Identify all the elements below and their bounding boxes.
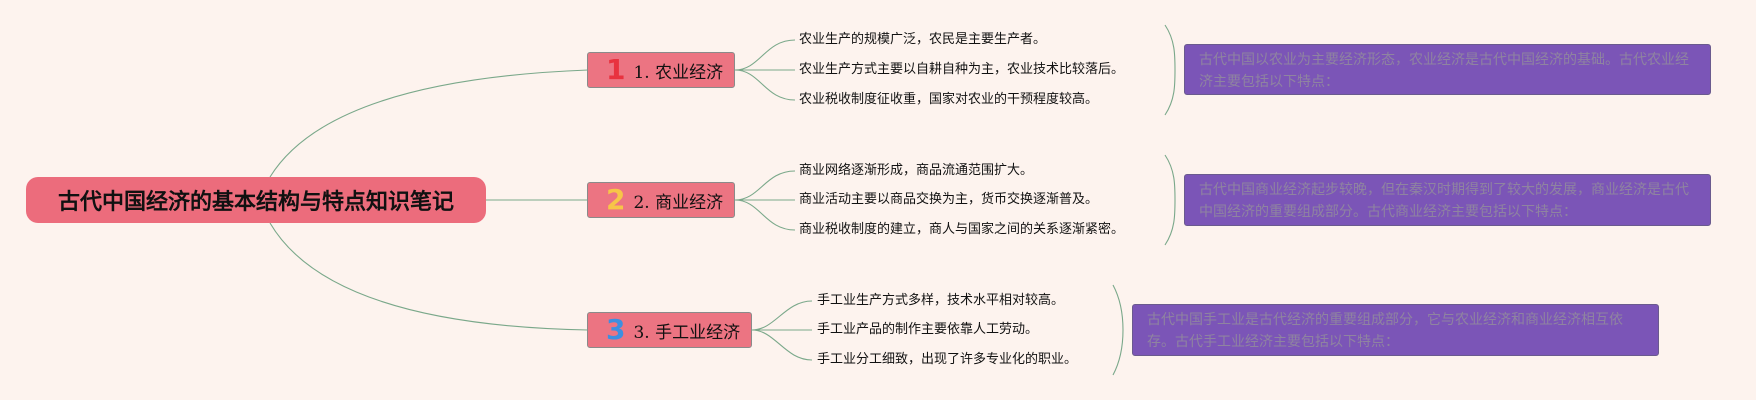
- branch3-leaf-connector: [751, 329, 813, 361]
- summary-text: 古代中国以农业为主要经济形态，农业经济是古代中国经济的基础。古代农业经济主要包括…: [1199, 52, 1689, 90]
- root-branch1-connector: [269, 69, 589, 178]
- summary-commerce: 古代中国商业经济起步较晚，但在秦汉时期得到了较大的发展，商业经济是古代中国经济的…: [1184, 174, 1711, 226]
- branch1-summary-brace: [1164, 24, 1176, 116]
- leaf-item: 农业生产方式主要以自耕自种为主，农业技术比较落后。: [799, 62, 1125, 77]
- summary-handicraft: 古代中国手工业是古代经济的重要组成部分，它与农业经济和商业经济相互依存。古代手工…: [1132, 304, 1659, 356]
- summary-text: 古代中国商业经济起步较晚，但在秦汉时期得到了较大的发展，商业经济是古代中国经济的…: [1199, 182, 1689, 220]
- branch3-leaf-connector: [751, 300, 813, 331]
- leaf-item: 手工业分工细致，出现了许多专业化的职业。: [817, 352, 1078, 367]
- number-1-icon: 1: [606, 53, 626, 86]
- branch-handicraft[interactable]: 3 3. 手工业经济: [587, 312, 752, 348]
- root-title: 古代中国经济的基本结构与特点知识笔记: [57, 190, 454, 215]
- branch1-leaf-connector: [734, 39, 796, 71]
- branch-agriculture[interactable]: 1 1. 农业经济: [587, 52, 735, 88]
- branch2-leaf-connector: [734, 199, 796, 231]
- leaf-item: 手工业产品的制作主要依靠人工劳动。: [817, 322, 1039, 337]
- number-3-icon: 3: [606, 313, 626, 346]
- branch-label: 2. 商业经济: [633, 192, 724, 213]
- leaf-item: 商业网络逐渐形成，商品流通范围扩大。: [799, 163, 1034, 178]
- leaf-item: 商业活动主要以商品交换为主，货币交换逐渐普及。: [799, 192, 1099, 207]
- summary-text: 古代中国手工业是古代经济的重要组成部分，它与农业经济和商业经济相互依存。古代手工…: [1147, 312, 1623, 350]
- number-2-icon: 2: [606, 183, 626, 216]
- branch-commerce[interactable]: 2 2. 商业经济: [587, 182, 735, 218]
- leaf-item: 农业生产的规模广泛，农民是主要生产者。: [799, 32, 1047, 47]
- branch2-summary-brace: [1164, 154, 1176, 246]
- root-branch3-connector: [269, 222, 589, 331]
- branch2-leaf-connector: [734, 170, 796, 201]
- branch3-summary-brace: [1112, 284, 1124, 376]
- summary-agriculture: 古代中国以农业为主要经济形态，农业经济是古代中国经济的基础。古代农业经济主要包括…: [1184, 44, 1711, 95]
- leaf-item: 手工业生产方式多样，技术水平相对较高。: [817, 293, 1065, 308]
- branch1-leaf-connector: [734, 69, 796, 101]
- leaf-item: 商业税收制度的建立，商人与国家之间的关系逐渐紧密。: [799, 222, 1125, 237]
- branch-label: 3. 手工业经济: [633, 322, 741, 343]
- leaf-item: 农业税收制度征收重，国家对农业的干预程度较高。: [799, 92, 1099, 107]
- root-node[interactable]: 古代中国经济的基本结构与特点知识笔记: [26, 177, 486, 223]
- branch-label: 1. 农业经济: [633, 62, 724, 83]
